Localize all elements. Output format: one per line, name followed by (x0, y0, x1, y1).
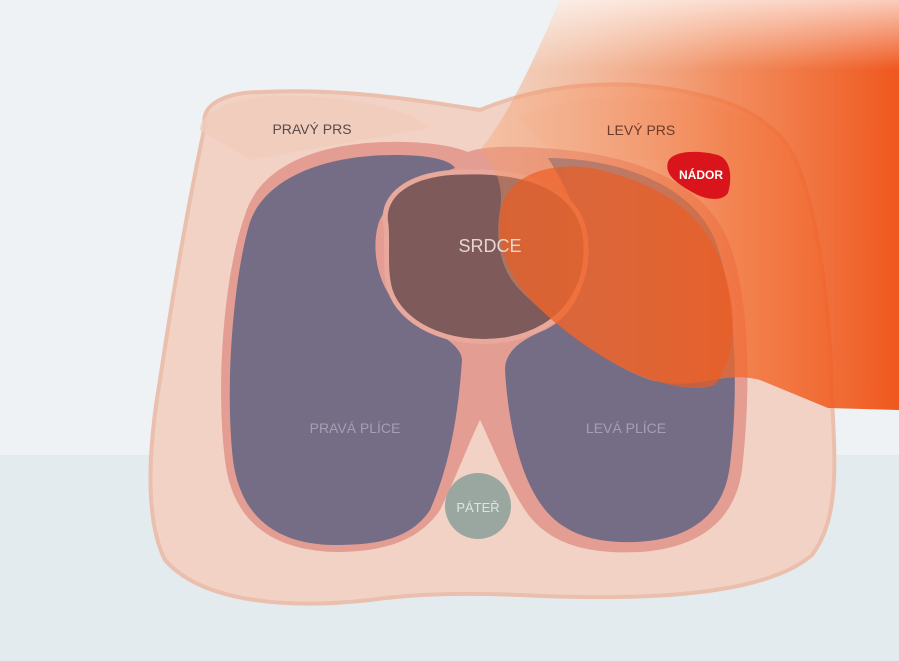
left-lung-label: LEVÁ PLÍCE (586, 420, 666, 436)
right-lung-label: PRAVÁ PLÍCE (310, 420, 401, 436)
tumor-label: NÁDOR (679, 167, 723, 182)
spine-label: PÁTEŘ (456, 500, 499, 515)
right-breast-label: PRAVÝ PRS (272, 121, 351, 137)
heart-label: SRDCE (458, 236, 521, 256)
left-breast-label: LEVÝ PRS (607, 122, 675, 138)
